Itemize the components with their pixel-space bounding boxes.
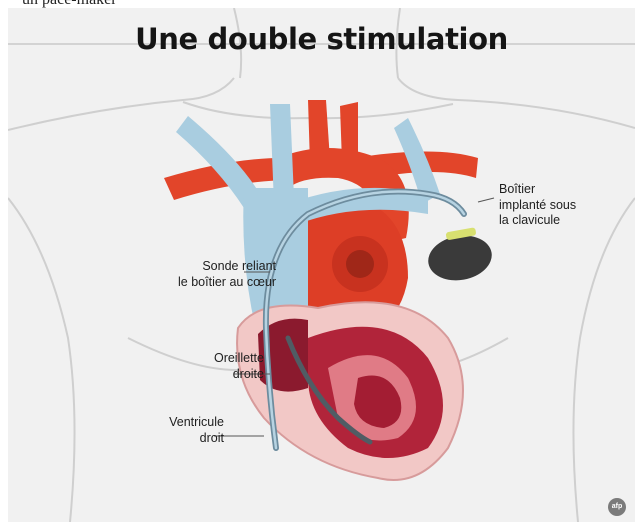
illustration-frame: Une double stimulation Boîtier implanté …	[8, 8, 635, 522]
pacemaker-device	[425, 227, 496, 285]
label-boitier-line-1: Boîtier	[499, 182, 576, 198]
label-boitier-line-2: implanté sous	[499, 198, 576, 214]
label-ventricule-line-1: Ventricule	[114, 415, 224, 431]
aorta	[164, 100, 478, 338]
label-ventricule-line-2: droit	[114, 431, 224, 447]
label-sonde-line-1: Sonde reliant	[86, 259, 276, 275]
label-oreillette-line-1: Oreillette	[124, 351, 264, 367]
afp-logo-badge: afp	[608, 498, 626, 516]
diagram-title: Une double stimulation	[8, 22, 635, 56]
label-boitier-line-3: la clavicule	[499, 213, 576, 229]
label-oreillette: Oreillette droite	[124, 351, 264, 382]
label-boitier: Boîtier implanté sous la clavicule	[499, 182, 576, 229]
label-sonde-line-2: le boîtier au cœur	[86, 275, 276, 291]
label-ventricule: Ventricule droit	[114, 415, 224, 446]
label-oreillette-line-2: droite	[124, 367, 264, 383]
label-sonde: Sonde reliant le boîtier au cœur	[86, 259, 276, 290]
